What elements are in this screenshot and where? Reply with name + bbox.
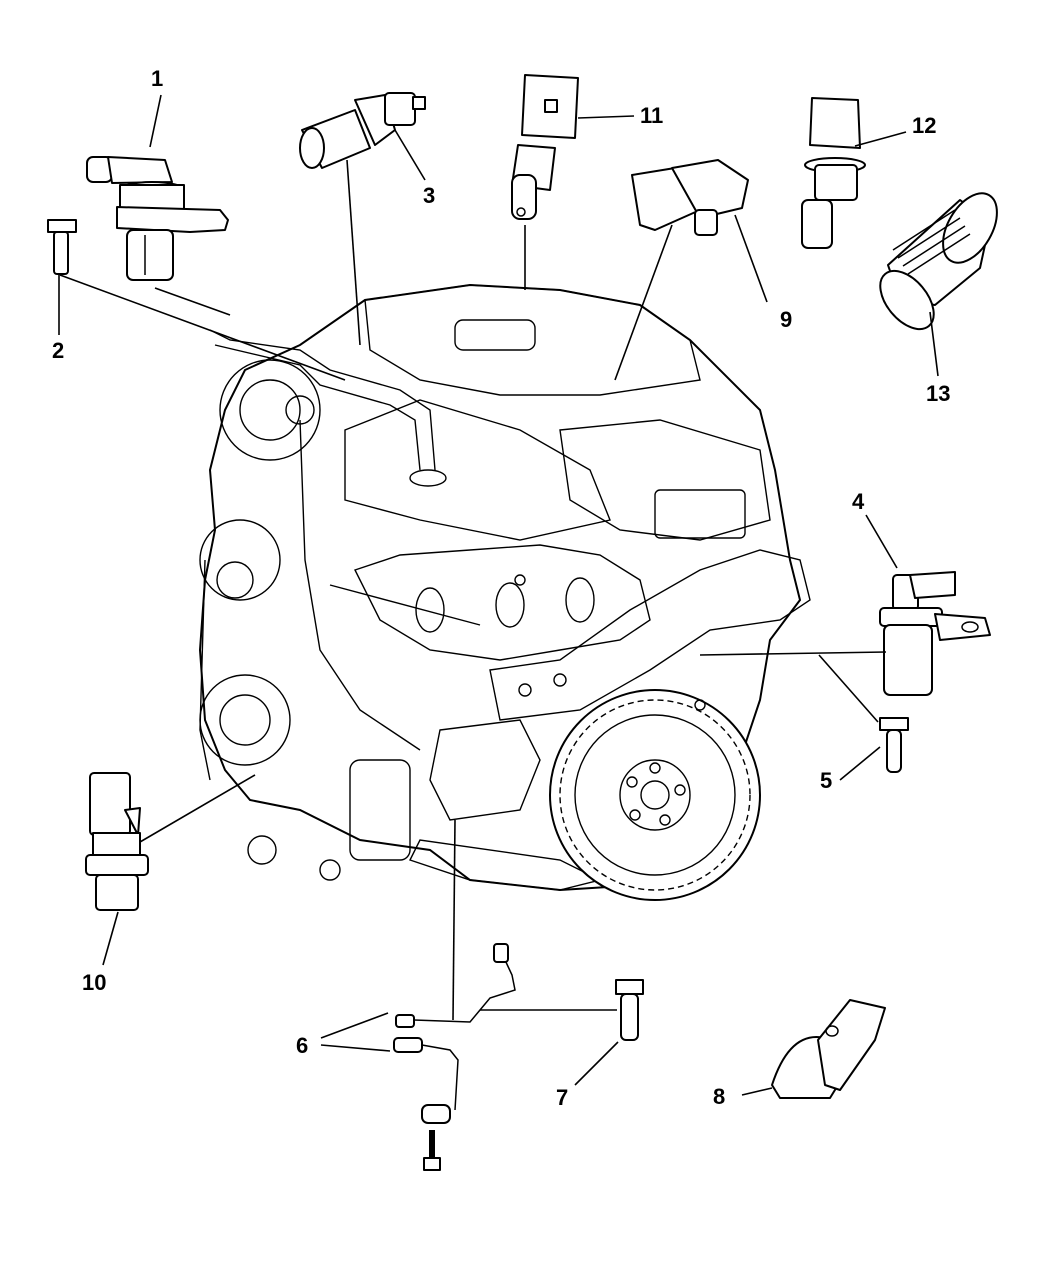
part-1-camshaft-sensor <box>86 156 229 281</box>
part-7-bolt <box>615 979 644 1041</box>
part-13-air-inlet-seal <box>879 192 998 331</box>
part-11-iat-sensor <box>511 74 579 220</box>
part-4-crank-sensor <box>879 571 991 696</box>
part-6-oxygen-sensors <box>393 943 516 1171</box>
callout-5: 5 <box>820 768 833 793</box>
part-10-oil-pressure-switch <box>85 772 149 911</box>
callout-1: 1 <box>151 66 164 91</box>
engine-assembly <box>198 283 811 901</box>
leader-lines <box>58 94 939 1096</box>
callout-7: 7 <box>556 1085 569 1110</box>
callout-3: 3 <box>423 183 436 208</box>
callout-6: 6 <box>296 1033 309 1058</box>
callout-4: 4 <box>852 489 865 514</box>
callout-9: 9 <box>780 307 793 332</box>
part-3-coolant-sensor <box>299 92 426 169</box>
callout-2: 2 <box>52 338 65 363</box>
part-9-map-sensor <box>631 159 749 236</box>
callout-13: 13 <box>926 381 951 406</box>
part-2-bolt <box>47 219 77 275</box>
callout-11: 11 <box>640 103 664 128</box>
part-5-bolt <box>879 717 909 773</box>
callout-8: 8 <box>713 1084 726 1109</box>
part-8-knock-sensor <box>771 999 886 1099</box>
callout-12: 12 <box>912 113 937 138</box>
part-12-air-temp-sensor <box>801 97 866 249</box>
callout-10: 10 <box>82 970 107 995</box>
